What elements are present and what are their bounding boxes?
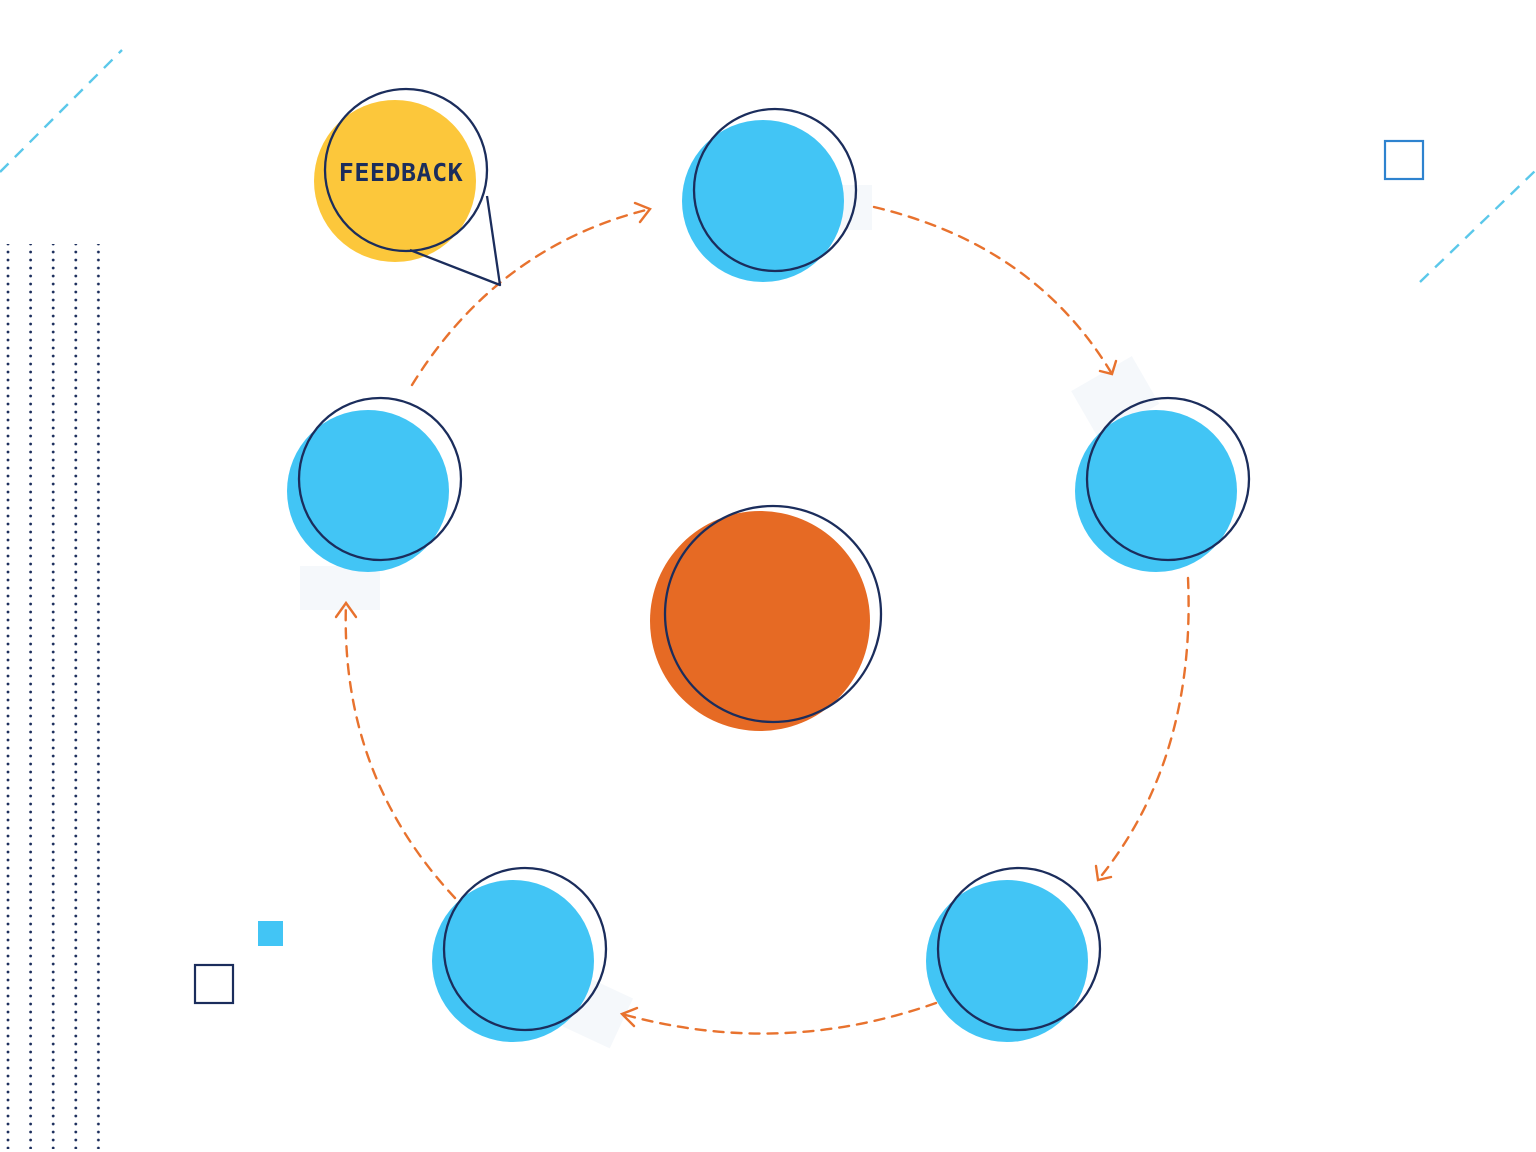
cycle-node-top bbox=[682, 107, 858, 282]
dashed-accent-line-top-left bbox=[0, 49, 123, 173]
cycle-node-bottom-left bbox=[432, 866, 608, 1042]
cycle-nodes bbox=[287, 107, 1251, 1042]
outline-square-bottom-left bbox=[193, 963, 235, 1005]
arrow-bottom-right-to-bottom-left bbox=[619, 1001, 938, 1035]
feedback-label: FEEDBACK bbox=[339, 158, 463, 187]
arrow-left-to-top bbox=[410, 201, 652, 387]
center-node bbox=[650, 504, 883, 731]
dashed-accent-line-right bbox=[1419, 169, 1536, 283]
feedback-bubble: FEEDBACK bbox=[314, 87, 502, 287]
shadow-plate bbox=[1071, 356, 1160, 439]
arrow-bottom-left-to-left bbox=[334, 600, 457, 900]
dot-grid-left bbox=[0, 244, 110, 1149]
cycle-node-bottom-right bbox=[926, 866, 1102, 1042]
arrow-top-to-right bbox=[872, 205, 1118, 376]
feedback-bubble-fill bbox=[314, 100, 476, 262]
feedback-bubble-outline bbox=[409, 195, 502, 287]
decorations bbox=[0, 49, 1536, 1149]
cycle-node-left bbox=[287, 396, 463, 572]
arrow-right-to-bottom-right bbox=[1094, 576, 1190, 882]
cycle-node-right bbox=[1075, 396, 1251, 572]
cycle-arrows bbox=[334, 201, 1190, 1035]
feedback-bubble-ring bbox=[323, 87, 489, 253]
filled-square-bottom-left bbox=[258, 921, 283, 946]
outline-square-top-right bbox=[1383, 139, 1425, 181]
shadow-plate bbox=[300, 566, 380, 610]
